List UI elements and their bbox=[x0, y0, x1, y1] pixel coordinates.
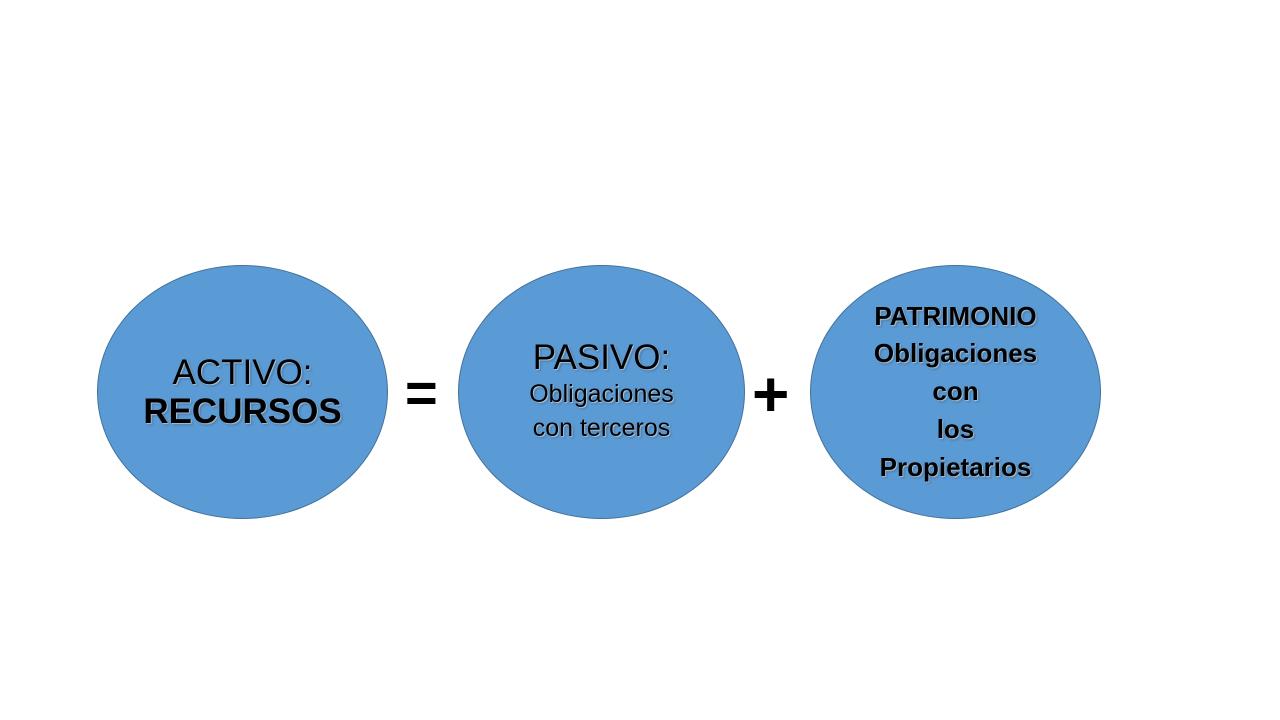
activo-label: ACTIVO: bbox=[172, 352, 313, 392]
activo-oval: ACTIVO: RECURSOS bbox=[97, 265, 388, 519]
patrimonio-sublabel-4: Propietarios bbox=[879, 451, 1032, 482]
pasivo-label: PASIVO: bbox=[532, 338, 671, 378]
patrimonio-oval: PATRIMONIO Obligaciones con los Propieta… bbox=[810, 265, 1101, 519]
patrimonio-label: PATRIMONIO bbox=[874, 300, 1037, 331]
patrimonio-sublabel-2: con bbox=[932, 376, 979, 407]
pasivo-sublabel-1: Obligaciones bbox=[529, 380, 674, 409]
plus-sign: + bbox=[752, 358, 790, 430]
patrimonio-sublabel-3: los bbox=[936, 413, 975, 444]
pasivo-oval: PASIVO: Obligaciones con terceros bbox=[458, 265, 745, 519]
pasivo-sublabel-2: con terceros bbox=[532, 414, 671, 443]
activo-sublabel: RECURSOS bbox=[143, 392, 342, 431]
patrimonio-sublabel-1: Obligaciones bbox=[873, 338, 1038, 369]
equals-sign: = bbox=[405, 361, 438, 424]
